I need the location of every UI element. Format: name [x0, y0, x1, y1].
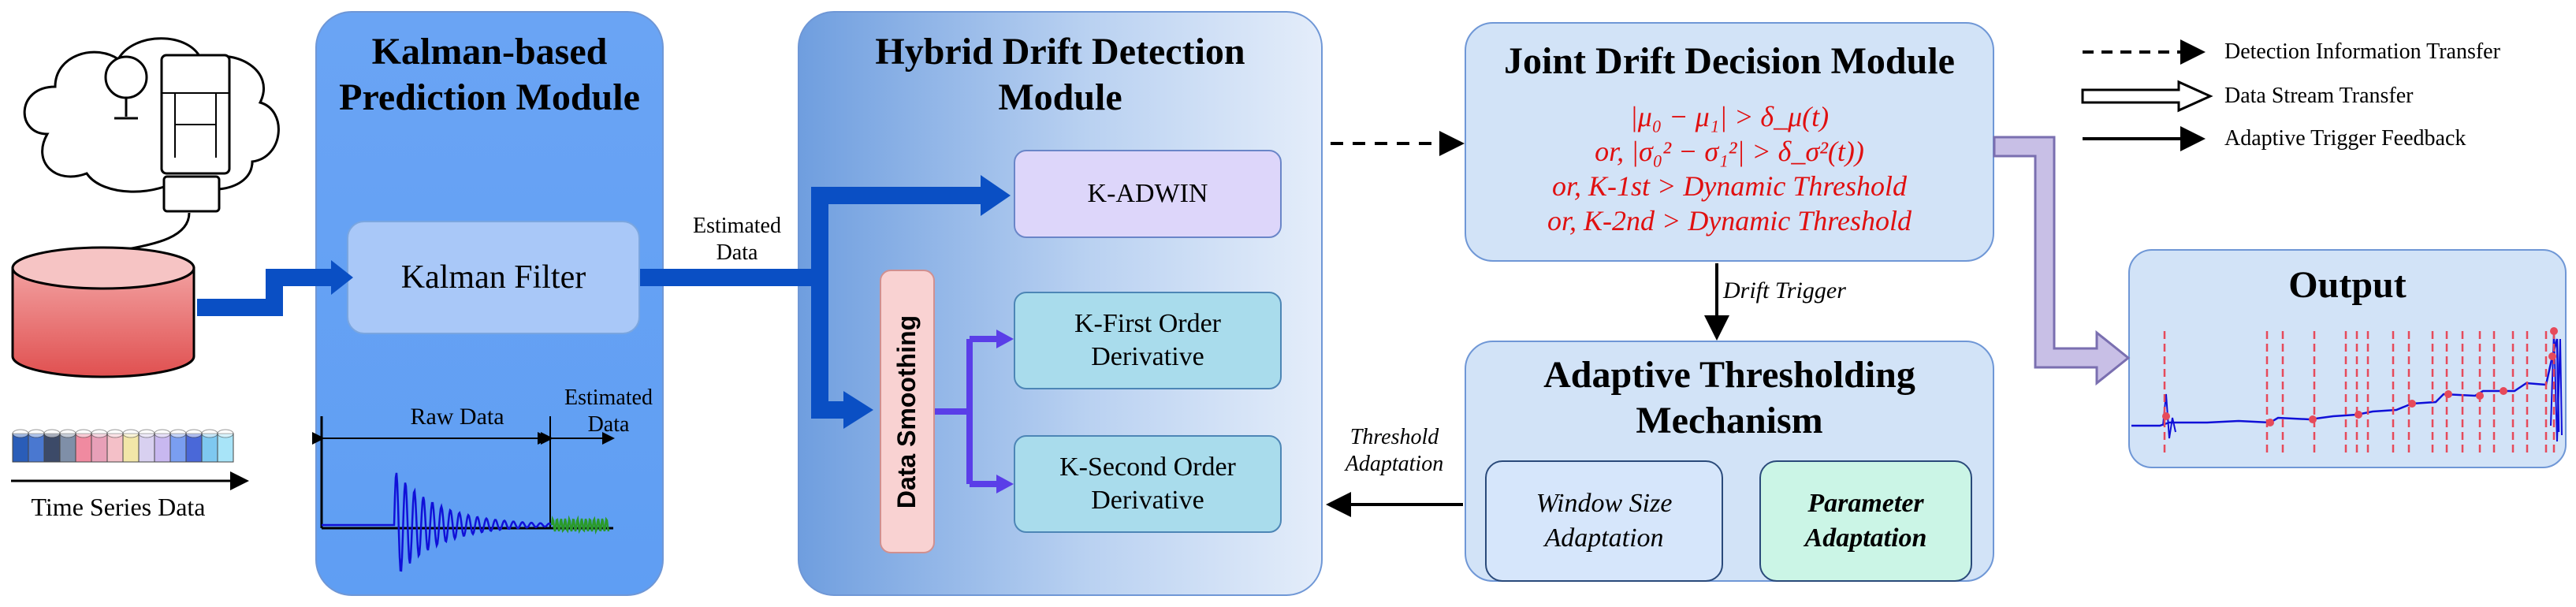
- estimated-data-line1: Estimated: [693, 214, 781, 238]
- joint-drift-decision-module: Joint Drift Decision Module |μ₀ − μ₁| > …: [1465, 22, 1994, 262]
- time-series-cylinder: [122, 429, 140, 463]
- time-series-cylinder: [43, 429, 61, 463]
- estimated-small-line2: Data: [587, 412, 630, 437]
- window-size-line2: Adaptation: [1544, 523, 1664, 553]
- k-first-order-box: K-First Order Derivative: [1014, 292, 1282, 389]
- time-series-cylinder: [106, 429, 124, 463]
- adaptive-module-title-line1: Adaptive Thresholding: [1543, 354, 1915, 396]
- joint-to-output-arrow: [1993, 136, 2131, 386]
- legend-dashed-label: Detection Information Transfer: [2224, 39, 2500, 64]
- legend-solid-label: Adaptive Trigger Feedback: [2224, 126, 2466, 151]
- estimated-small-label: Estimated Data: [561, 385, 656, 438]
- online-stream-line1: Online Data: [38, 296, 169, 326]
- time-series-cylinder: [201, 429, 218, 463]
- adaptive-module-title-line2: Mechanism: [1636, 400, 1823, 441]
- time-series-cylinder: [217, 429, 234, 463]
- meter-digits-top: 000: [178, 70, 213, 91]
- drift-trigger-label: Drift Trigger: [1723, 277, 1846, 304]
- k-first-label-line1: K-First Order: [1074, 309, 1222, 338]
- threshold-line1: Threshold: [1349, 425, 1439, 449]
- condition-monitoring-label: Condition Monitoring: [45, 142, 255, 168]
- param-adapt-line2: Adaptation: [1804, 523, 1927, 553]
- gauge-hash-text: ##: [117, 107, 136, 125]
- hybrid-module-title-line1: Hybrid Drift Detection: [875, 31, 1245, 73]
- joint-rule-second-derivative: or, K-2nd > Dynamic Threshold: [1547, 205, 1912, 236]
- window-size-adaptation-box: Window Size Adaptation: [1485, 460, 1723, 582]
- time-series-label: Time Series Data: [31, 493, 206, 521]
- data-smoothing-label: Data Smoothing: [892, 315, 921, 508]
- output-title: Output: [2288, 264, 2407, 306]
- time-series-cylinder: [185, 429, 203, 463]
- kalman-module-title-line1: Kalman-based: [371, 31, 608, 73]
- time-series-cylinder: [28, 429, 45, 463]
- time-series-cylinder: [138, 429, 155, 463]
- param-adapt-line1: Parameter: [1807, 489, 1924, 518]
- time-series-cylinder: [154, 429, 171, 463]
- k-second-order-box: K-Second Order Derivative: [1014, 435, 1282, 533]
- estimated-data-line2: Data: [716, 240, 758, 265]
- threshold-adaptation-label: Threshold Adaptation: [1335, 424, 1454, 478]
- joint-rule-mean: |μ₀ − μ₁| > δ_μ(t): [1629, 101, 1830, 132]
- joint-rule-variance: or, |σ₀² − σ₁²| > δ_σ²(t)): [1595, 136, 1864, 167]
- gauge-ti-text: TI: [117, 67, 135, 88]
- online-data-stream-label: Online Data Stream: [5, 295, 202, 361]
- kalman-filter-box: Kalman Filter: [347, 221, 640, 334]
- online-stream-line2: Stream: [65, 330, 142, 359]
- k-adwin-label: K-ADWIN: [1087, 179, 1208, 208]
- estimated-small-line1: Estimated: [564, 385, 653, 410]
- output-module: Output: [2128, 249, 2567, 468]
- kalman-filter-label: Kalman Filter: [400, 259, 586, 296]
- joint-module-title: Joint Drift Decision Module: [1504, 40, 1955, 82]
- time-series-cylinder: [91, 429, 108, 463]
- hybrid-module-title-line2: Module: [998, 76, 1122, 118]
- data-smoothing-box: Data Smoothing: [880, 270, 935, 553]
- time-series-cylinder: [12, 429, 29, 463]
- kalman-module-title-line2: Prediction Module: [339, 76, 640, 118]
- window-size-line1: Window Size: [1536, 489, 1673, 518]
- legend-hollow-arrow: [2081, 80, 2213, 113]
- joint-rule-first-derivative: or, K-1st > Dynamic Threshold: [1552, 170, 1907, 202]
- parameter-adaptation-box: Parameter Adaptation: [1759, 460, 1972, 582]
- meter-digits-bottom: 000: [175, 185, 210, 207]
- condition-monitoring-cloud: [23, 37, 280, 193]
- k-first-label-line2: Derivative: [1091, 342, 1204, 371]
- raw-data-label: Raw Data: [410, 404, 504, 430]
- legend-hollow-label: Data Stream Transfer: [2224, 84, 2414, 108]
- k-second-label-line1: K-Second Order: [1059, 452, 1236, 482]
- k-adwin-box: K-ADWIN: [1014, 150, 1282, 238]
- time-series-cylinders: [12, 429, 234, 463]
- time-series-cylinder: [59, 429, 76, 463]
- estimated-data-label: Estimated Data: [686, 213, 788, 266]
- threshold-line2: Adaptation: [1345, 452, 1444, 476]
- k-second-label-line2: Derivative: [1091, 486, 1204, 515]
- time-series-cylinder: [75, 429, 92, 463]
- time-series-cylinder: [169, 429, 187, 463]
